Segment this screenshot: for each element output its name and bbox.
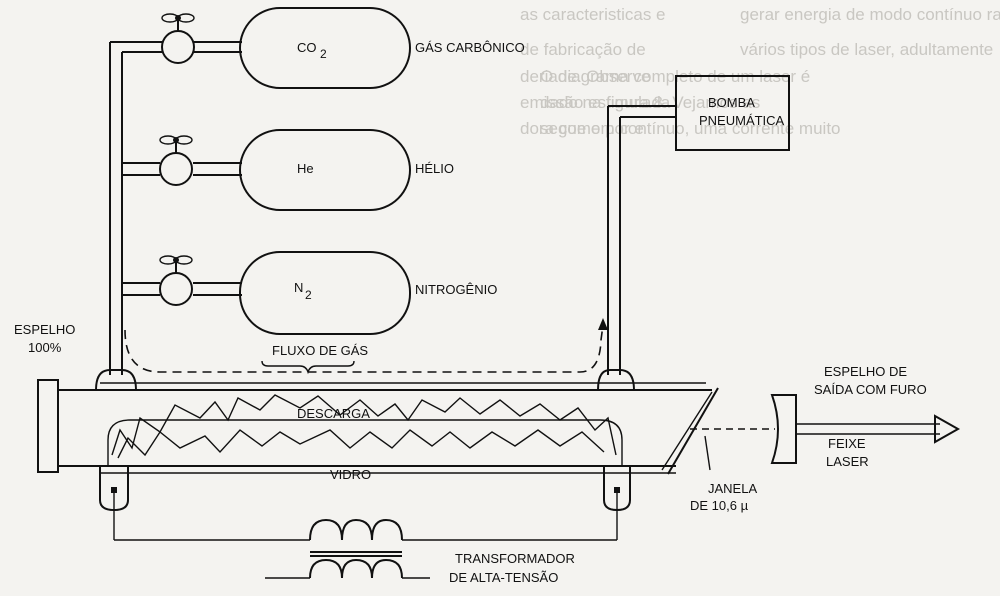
bleed-line: emissão estimulada — [520, 93, 671, 112]
fluxo-brace — [261, 360, 355, 375]
label-saida-1: ESPELHO DE — [824, 364, 907, 379]
bleed-line: as caracteristicas e — [520, 5, 666, 24]
valve-co2 — [161, 13, 195, 64]
n2-formula: N — [294, 280, 303, 295]
label-helio: HÉLIO — [415, 161, 454, 176]
discharge-arc-lower — [117, 429, 605, 459]
label-feixe-2: LASER — [826, 454, 869, 469]
electrode-left — [99, 466, 129, 540]
label-saida-2: SAÍDA COM FURO — [814, 382, 927, 397]
label-feixe-1: FEIXE — [828, 436, 866, 451]
label-espelho-1: ESPELHO — [14, 322, 75, 337]
cylinder-n2 — [239, 251, 411, 335]
label-fluxo-de-gas: FLUXO DE GÁS — [272, 343, 368, 358]
label-transformador-2: DE ALTA-TENSÃO — [449, 570, 558, 585]
label-vidro: VIDRO — [330, 467, 371, 482]
n2-subscript: 2 — [305, 288, 312, 302]
bomba-pneumatica-box — [675, 75, 790, 151]
beam-arrowhead — [934, 414, 961, 444]
electrode-right — [603, 466, 631, 540]
bleed-line: segue em contínuo, uma corrente muito — [540, 119, 841, 138]
bleed-line: deriade. Observe — [520, 67, 650, 86]
label-gas-carbonico: GÁS CARBÔNICO — [415, 40, 525, 55]
bleed-line: gerar energia de modo contínuo rapide — [740, 5, 1000, 24]
bleed-through-text: as caracteristicas e de fabricação de de… — [520, 5, 1000, 138]
label-espelho-2: 100% — [28, 340, 62, 355]
transformer — [114, 518, 617, 579]
valve-n2 — [159, 255, 193, 306]
brewster-window-inner — [661, 391, 713, 471]
tube-inner-wall — [107, 419, 623, 466]
co2-formula: CO — [297, 40, 317, 55]
output-mirror — [770, 394, 797, 464]
bleed-line: de fabricação de — [520, 40, 646, 59]
label-bomba-1: BOMBA — [708, 95, 755, 110]
brewster-window — [667, 387, 719, 475]
gas-flow-arrow — [124, 324, 604, 373]
pump-return-pipe — [607, 105, 676, 375]
co2-subscript: 2 — [320, 47, 327, 61]
label-bomba-2: PNEUMÁTICA — [699, 113, 785, 128]
label-nitrogenio: NITROGÊNIO — [415, 282, 497, 297]
bleed-line: vários tipos de laser, adultamente — [740, 40, 993, 59]
valve-he — [159, 135, 193, 186]
label-janela-2: DE 10,6 µ — [690, 498, 749, 513]
laser-tube — [58, 369, 712, 474]
label-janela-1: JANELA — [708, 481, 757, 496]
mirror-100 — [37, 379, 59, 473]
label-transformador-1: TRANSFORMADOR — [455, 551, 575, 566]
gas-manifold — [109, 41, 242, 375]
cylinder-co2 — [239, 7, 411, 89]
janela-leader — [704, 435, 711, 471]
bleed-line: dado na figura 8. Vejamos as — [540, 93, 760, 112]
bleed-line: dora como por e — [520, 119, 644, 138]
label-descarga: DESCARGA — [297, 406, 370, 421]
cylinder-he — [239, 129, 411, 211]
discharge-arc — [111, 394, 617, 456]
gas-flow-arrowhead — [598, 318, 608, 330]
he-formula: He — [297, 161, 314, 176]
